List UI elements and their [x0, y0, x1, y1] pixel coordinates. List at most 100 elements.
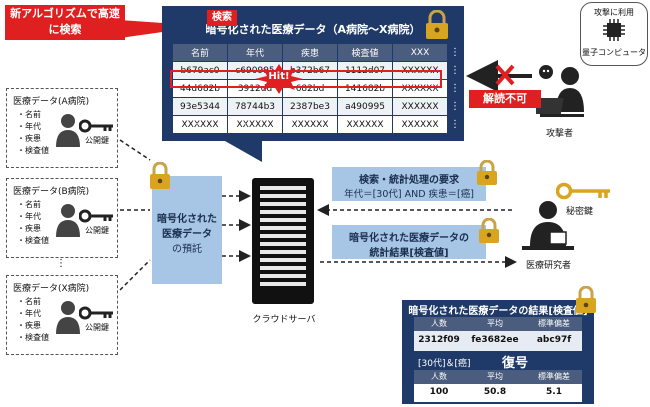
header-xxx: XXX [392, 43, 448, 62]
decrypted-mean: 50.8 [483, 387, 507, 397]
new-algo-line1: 新アルゴリズムで高速 [10, 7, 120, 20]
hospital-title: 医療データ(X病院) [13, 284, 90, 294]
result-header-mean: 平均 [487, 372, 503, 381]
field-item: ・年代 [17, 309, 41, 318]
table-cell: XXXXXX [227, 115, 283, 134]
quantum-caption-bottom: 量子コンピュータ [582, 48, 646, 57]
padlock-icon [479, 218, 499, 243]
padlock-icon [477, 160, 497, 185]
padlock-icon [150, 162, 170, 189]
table-cell: 141682b [337, 79, 393, 98]
table-cell: a490995 [337, 97, 393, 116]
hospital-data-x: 医療データ(X病院) ・名前 ・年代 ・疾患 ・検査値 公開鍵 [6, 275, 118, 355]
field-item: ・検査値 [17, 236, 49, 245]
header-age: 年代 [227, 43, 283, 62]
researcher-icon [522, 201, 574, 250]
table-cell: XXXXXX [337, 115, 393, 134]
encrypted-stddev: abc97f [536, 335, 572, 345]
encrypted-data-table: 名前 年代 疾患 検査値 XXX b679ac0 c690995 b372b67… [172, 43, 448, 134]
stats-line2: 統計結果[検査値] [369, 248, 449, 259]
result-header-count: 人数 [431, 319, 447, 328]
request-line2: 年代＝[30代] AND 疾患＝[癌] [344, 189, 474, 200]
field-item: ・年代 [17, 122, 41, 131]
table-cell: 682bd [282, 79, 338, 98]
header-test-value: 検査値 [337, 43, 393, 62]
hospital-title: 医療データ(A病院) [13, 97, 90, 107]
table-cell: XXXXXX [282, 115, 338, 134]
secret-key-icon [556, 182, 610, 200]
padlock-icon [426, 10, 448, 39]
deposit-line3: の預託 [172, 244, 202, 255]
secret-key-label: 秘密鍵 [566, 207, 594, 217]
public-key-label: 公開鍵 [85, 136, 109, 145]
public-key-label: 公開鍵 [85, 323, 109, 332]
hit-label: Hit! [268, 71, 290, 82]
new-algo-line2: に検索 [48, 23, 82, 36]
field-item: ・疾患 [17, 224, 41, 233]
result-header-count: 人数 [431, 372, 447, 381]
hit-burst-icon [255, 64, 303, 94]
cannot-decrypt-label: 解読不可 [469, 90, 541, 108]
blocked-x-icon [495, 64, 515, 86]
table-cell: XXXXXX [172, 115, 228, 134]
request-box: 検索・統計処理の要求 年代＝[30代] AND 疾患＝[癌] [332, 167, 486, 201]
stats-line1: 暗号化された医療データの [349, 233, 469, 244]
deposit-line2: 医療データ [162, 229, 212, 240]
table-cell: XXXXXX [392, 97, 448, 116]
quantum-computer-bubble: 攻撃に利用 量子コンピュータ [580, 2, 648, 66]
deposit-box: 暗号化された 医療データ の預託 [152, 176, 222, 284]
hospital-ellipsis: ⋮ [56, 258, 66, 269]
field-item: ・年代 [17, 212, 41, 221]
ellipsis-bottom: ⋮ ⋮ ⋮ ⋮ ⋮ [192, 119, 395, 130]
panel-pointer [225, 141, 262, 162]
request-line1: 検索・統計処理の要求 [359, 175, 459, 186]
encrypted-data-panel: 暗号化された医療データ（A病院～X病院） 名前 年代 疾患 検査値 XXX b6… [162, 6, 464, 141]
result-header-mean: 平均 [487, 319, 503, 328]
result-header-stddev: 標準偏差 [538, 372, 570, 381]
chip-icon [603, 19, 625, 41]
result-panel: 暗号化された医療データの結果[検査値] 人数 平均 標準偏差 2312f09 f… [402, 300, 594, 404]
field-item: ・疾患 [17, 134, 41, 143]
result-title: 暗号化された医療データの結果[検査値] [408, 306, 588, 317]
new-algorithm-callout: 新アルゴリズムで高速 に検索 [5, 5, 125, 40]
researcher-label: 医療研究者 [526, 261, 572, 271]
hospital-data-b: 医療データ(B病院) ・名前 ・年代 ・疾患 ・検査値 公開鍵 [6, 178, 118, 258]
public-key-icon [79, 119, 113, 133]
table-cell: XXXXXX [392, 115, 448, 134]
encrypted-result-table: 人数 平均 標準偏差 2312f09 fe3682ee abc97f [414, 317, 582, 351]
public-key-icon [79, 209, 113, 223]
stats-result-box: 暗号化された医療データの 統計結果[検査値] [332, 225, 486, 259]
table-cell: 2387be3 [282, 97, 338, 116]
public-key-icon [79, 306, 113, 320]
hit-row-highlight [170, 70, 442, 88]
encrypted-data-title: 暗号化された医療データ（A病院～X病院） [205, 23, 421, 36]
field-item: ・検査値 [17, 333, 49, 342]
doctor-icon [56, 301, 80, 334]
padlock-icon [576, 286, 596, 313]
cloud-server-label: クラウドサーバ [252, 315, 316, 325]
decrypted-result-table: 人数 平均 標準偏差 100 50.8 5.1 [414, 370, 582, 402]
header-name: 名前 [172, 43, 228, 62]
public-key-label: 公開鍵 [85, 226, 109, 235]
encrypted-mean: fe3682ee [471, 335, 519, 345]
attacker-icon [536, 65, 584, 117]
field-item: ・名前 [17, 110, 41, 119]
cloud-server-icon [252, 178, 314, 304]
result-header-stddev: 標準偏差 [538, 319, 570, 328]
field-item: ・名前 [17, 297, 41, 306]
hospital-title: 医療データ(B病院) [13, 187, 90, 197]
doctor-icon [56, 114, 80, 147]
hospital-data-a: 医療データ(A病院) ・名前 ・年代 ・疾患 ・検査値 公開鍵 [6, 88, 118, 168]
header-disease: 疾患 [282, 43, 338, 62]
quantum-caption-top: 攻撃に利用 [594, 8, 634, 17]
table-cell: 93e5344 [172, 97, 228, 116]
field-item: ・疾患 [17, 321, 41, 330]
encrypted-count: 2312f09 [418, 335, 460, 345]
condition-label: [30代]＆[癌] [418, 359, 471, 369]
table-cell: 78744b3 [227, 97, 283, 116]
deposit-line1: 暗号化された [157, 214, 217, 225]
doctor-icon [56, 204, 80, 237]
decrypted-count: 100 [429, 387, 449, 397]
search-tag: 検索 [207, 10, 237, 26]
attacker-label: 攻撃者 [546, 129, 574, 139]
